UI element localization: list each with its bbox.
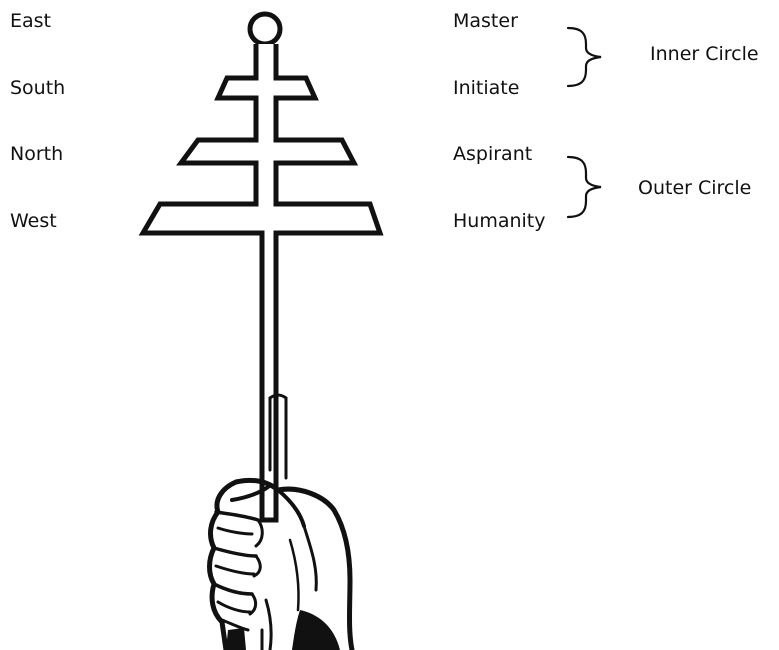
inner-circle-bracket	[568, 28, 601, 86]
outer-circle-bracket	[568, 157, 601, 217]
cross-top-knob	[250, 14, 280, 44]
sleeve-shadow	[226, 628, 246, 650]
triple-cross-icon	[143, 14, 380, 520]
hand-icon	[210, 395, 353, 650]
cross-outline	[143, 44, 380, 520]
wrist-shadow	[292, 610, 340, 650]
